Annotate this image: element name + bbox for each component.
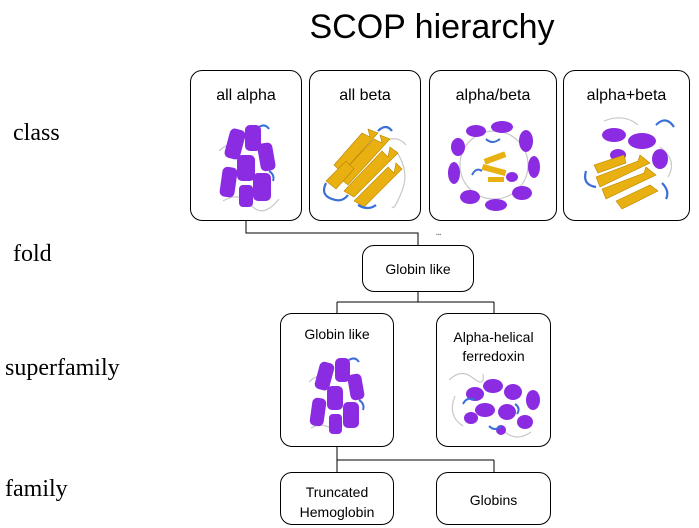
class-box-alpha-plus-beta[interactable]: alpha+beta bbox=[563, 70, 690, 221]
level-label-family: family bbox=[5, 476, 68, 502]
tiny-mark: ▪▪▪ bbox=[436, 232, 442, 238]
fold-box-globin-like[interactable]: Globin like bbox=[362, 245, 474, 292]
family-label: Truncated Hemoglobin bbox=[299, 484, 375, 520]
family-box-globins[interactable]: Globins bbox=[436, 472, 551, 525]
superfamily-box-alpha-helical-ferredoxin[interactable]: Alpha-helical ferredoxin bbox=[436, 313, 551, 447]
globin-protein-icon bbox=[308, 357, 365, 435]
fold-label: Globin like bbox=[385, 261, 451, 277]
superfamily-label: Globin like bbox=[304, 326, 370, 342]
superfamily-label: Alpha-helical ferredoxin bbox=[453, 329, 534, 364]
alpha-beta-barrel-protein-icon bbox=[448, 121, 540, 211]
class-label: alpha/beta bbox=[455, 87, 531, 104]
superfamily-box-globin-like[interactable]: Globin like bbox=[280, 313, 394, 447]
class-label: all alpha bbox=[216, 87, 276, 104]
family-label: Globins bbox=[469, 492, 518, 508]
level-label-class: class bbox=[13, 120, 60, 146]
family-box-truncated-hemoglobin[interactable]: Truncated Hemoglobin bbox=[280, 472, 394, 525]
alpha-plus-beta-protein-icon bbox=[584, 117, 675, 210]
class-box-all-alpha[interactable]: all alpha bbox=[190, 70, 302, 221]
connector-class-to-fold bbox=[245, 221, 419, 245]
alpha-helix-protein-icon bbox=[218, 124, 280, 212]
class-label: alpha+beta bbox=[586, 87, 667, 104]
ferredoxin-protein-icon bbox=[448, 372, 540, 438]
class-box-alpha-beta[interactable]: alpha/beta bbox=[429, 70, 557, 221]
level-label-fold: fold bbox=[13, 241, 52, 267]
level-label-superfamily: superfamily bbox=[5, 355, 120, 381]
diagram-title: SCOP hierarchy bbox=[309, 8, 555, 46]
class-box-all-beta[interactable]: all beta bbox=[309, 70, 421, 221]
beta-sheet-protein-icon bbox=[322, 125, 407, 210]
class-label: all beta bbox=[339, 87, 391, 104]
